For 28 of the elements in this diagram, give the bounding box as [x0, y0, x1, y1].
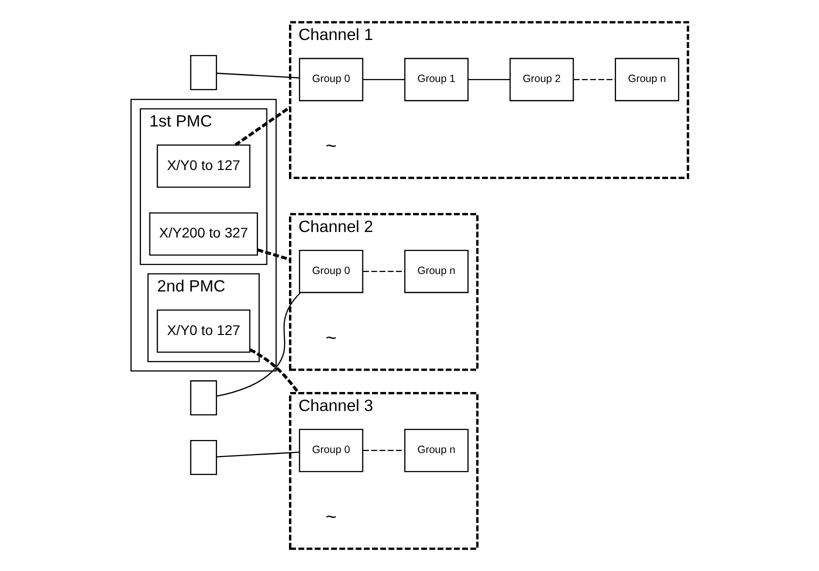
connector — [363, 450, 405, 452]
label: ~ — [326, 506, 337, 527]
node-box: X/Y0 to 127 — [156, 144, 250, 188]
connector — [216, 292, 301, 397]
node-box: Group 2 — [510, 58, 574, 102]
node-box: Group n — [404, 428, 469, 472]
node-box: Group 0 — [298, 250, 364, 294]
connector — [249, 348, 300, 394]
connector — [363, 270, 405, 272]
node-box: Group n — [614, 58, 680, 102]
connector — [574, 79, 616, 80]
connector — [216, 72, 300, 78]
node-box: Group n — [404, 250, 469, 294]
label: ~ — [326, 134, 337, 156]
node-box: Group 0 — [298, 58, 364, 102]
node-box — [190, 55, 218, 90]
node-box: X/Y200 to 327 — [149, 212, 258, 256]
connector — [363, 79, 405, 80]
connector — [257, 248, 291, 261]
node-box — [190, 380, 218, 416]
cluster — [130, 98, 277, 372]
node-box — [190, 440, 218, 476]
node-box: Group 0 — [298, 428, 364, 472]
node-box: X/Y0 to 127 — [156, 309, 250, 353]
connector — [216, 452, 300, 458]
node-box: Group 1 — [404, 58, 469, 102]
connector — [468, 79, 510, 80]
label: ~ — [326, 326, 337, 348]
